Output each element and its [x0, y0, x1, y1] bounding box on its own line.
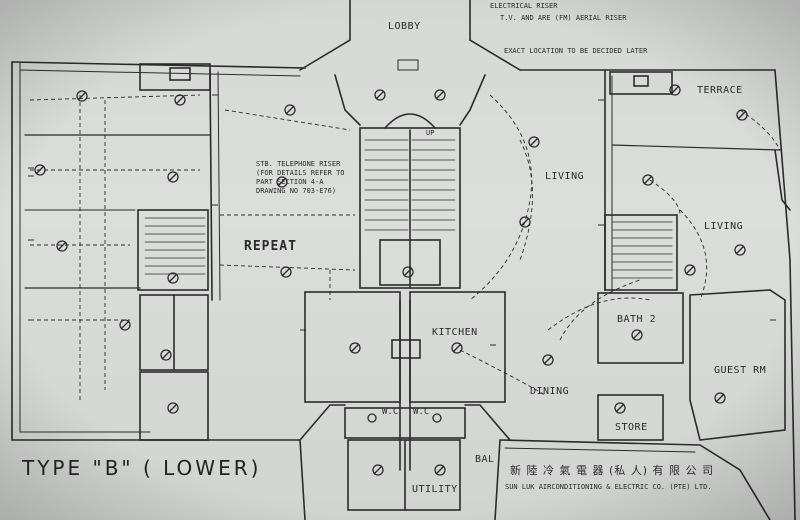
room-label-guest: GUEST RM	[714, 365, 767, 376]
room-label-repeat: REPEAT	[244, 239, 297, 254]
note-location: EXACT LOCATION TO BE DECIDED LATER	[504, 47, 648, 55]
riser-note: STB. TELEPHONE RISER (FOR DETAILS REFER …	[256, 160, 345, 195]
room-label-wc: W.C	[382, 407, 399, 417]
room-label-kitchen: KITCHEN	[432, 327, 478, 338]
room-label-living: LIVING	[545, 171, 585, 182]
room-label-utility: UTILITY	[412, 484, 458, 495]
room-label-store: STORE	[615, 422, 648, 433]
note-electrical-riser: ELECTRICAL RISER	[490, 2, 558, 10]
drawing-title: TYPE "B" ( LOWER)	[22, 456, 262, 480]
room-label-dining: DINING	[530, 386, 570, 397]
room-label-wc-2: W.C	[413, 407, 430, 417]
note-aerial-riser: T.V. AND ARE (FM) AERIAL RISER	[500, 14, 627, 22]
company-name-english: SUN LUK AIRCONDITIONING & ELECTRIC CO. (…	[505, 483, 712, 491]
stair-up-label: UP	[426, 129, 435, 137]
room-label-bal: BAL	[475, 454, 495, 465]
room-label-living-2: LIVING	[704, 221, 744, 232]
room-label-terrace: TERRACE	[697, 85, 743, 96]
room-label-lobby: LOBBY	[388, 21, 421, 32]
room-label-bath: BATH 2	[617, 314, 657, 325]
company-name-chinese: 新 陸 冷 氣 電 器 (私 人) 有 限 公 司	[510, 464, 715, 477]
